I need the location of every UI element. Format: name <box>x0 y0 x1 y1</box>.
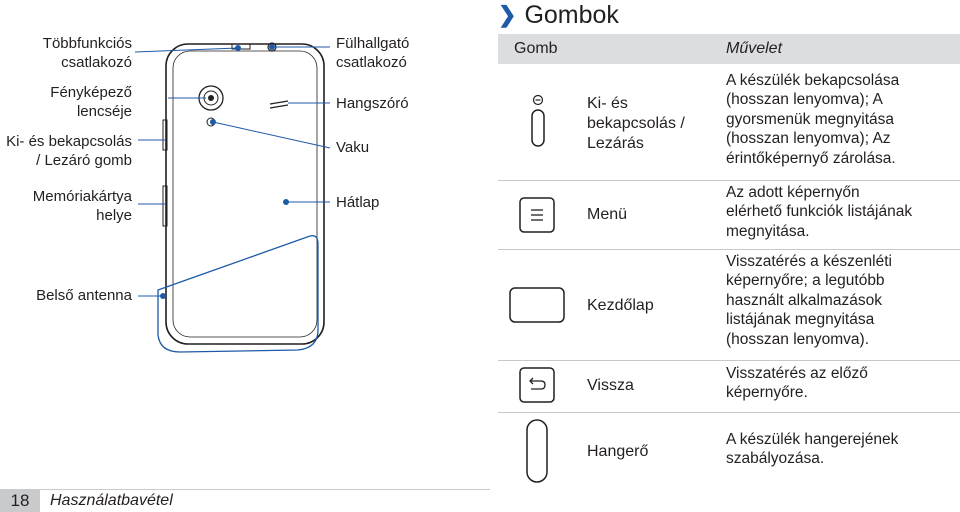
page-number: 18 <box>0 490 40 512</box>
multifunction-port <box>231 43 251 50</box>
label-headset-jack: Fülhallgató csatlakozó <box>336 35 410 71</box>
speaker-slot-1 <box>269 100 289 105</box>
row-desc-menu: Az adott képernyőn elérhető funkciók lis… <box>726 184 913 240</box>
row-name-back: Vissza <box>587 377 634 394</box>
phone-back-diagram <box>134 42 331 353</box>
row-divider <box>498 249 960 250</box>
home-key-icon <box>509 287 565 323</box>
label-flash: Vaku <box>336 139 370 156</box>
table-header: Gomb Művelet <box>498 34 960 64</box>
row-desc-power: A készülék bekapcsolása (hosszan lenyomv… <box>726 72 900 167</box>
callout-line-flash <box>212 121 331 149</box>
row-desc-home: Visszatérés a készenléti képernyőre; a l… <box>726 253 892 348</box>
power-side-key <box>162 119 168 151</box>
row-desc-back: Visszatérés az előző képernyőre. <box>726 365 868 402</box>
card-slot <box>162 185 168 227</box>
speaker-slot-2 <box>269 104 289 109</box>
label-speaker: Hangszóró <box>336 95 409 112</box>
header-button: Gomb <box>514 40 558 57</box>
phone-body-inner <box>172 50 318 338</box>
back-key-icon <box>519 367 555 403</box>
row-name-menu: Menü <box>587 206 628 223</box>
chapter-title: Használatbavétel <box>50 492 173 509</box>
row-divider <box>498 412 960 413</box>
label-memory-card-slot: Memóriakártya helye <box>32 188 132 224</box>
label-camera-lens: Fényképező lencséje <box>50 84 132 120</box>
label-internal-antenna: Belső antenna <box>36 287 132 304</box>
volume-key-icon <box>526 419 548 483</box>
section-heading: ❯ Gombok <box>498 0 619 30</box>
row-divider <box>498 360 960 361</box>
header-action: Művelet <box>726 40 783 57</box>
label-multifunction-connector: Többfunkciós csatlakozó <box>42 35 132 71</box>
row-divider <box>498 180 960 181</box>
phone-body-outline <box>165 43 325 345</box>
row-name-home: Kezdőlap <box>587 297 654 314</box>
row-desc-volume: A készülék hangerejének szabályozása. <box>726 431 899 468</box>
section-title: Gombok <box>524 1 619 29</box>
callout-line-multifunction <box>134 47 239 53</box>
footer-rule <box>0 489 490 490</box>
row-name-volume: Hangerő <box>587 443 649 460</box>
antenna-area <box>157 235 319 353</box>
label-back-cover: Hátlap <box>336 194 380 211</box>
camera-lens-inner <box>208 95 214 101</box>
chevron-right-icon: ❯ <box>498 2 517 27</box>
power-key-icon <box>531 94 545 147</box>
label-power-key: Ki- és bekapcsolás / Lezáró gomb <box>6 133 132 169</box>
row-name-power: Ki- és bekapcsolás / Lezárás <box>587 95 685 152</box>
menu-key-icon <box>519 197 555 233</box>
